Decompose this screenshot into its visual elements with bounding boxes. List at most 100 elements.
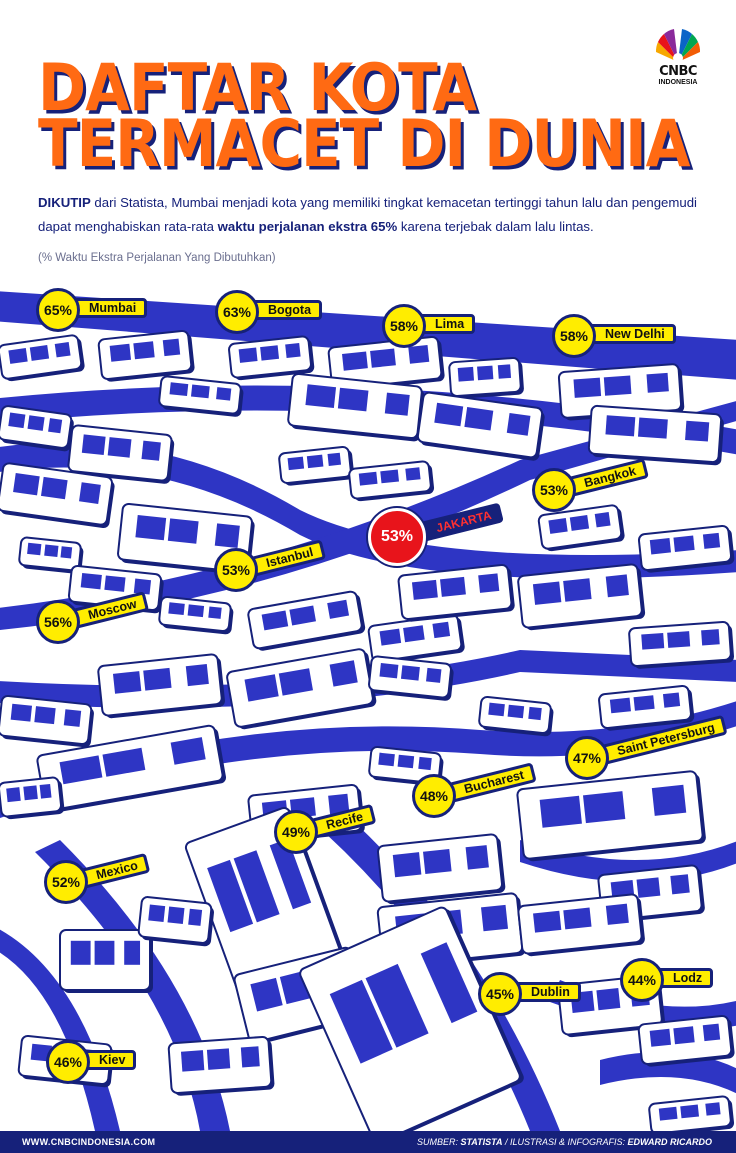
- vehicle: [587, 404, 724, 466]
- vehicle-window: [670, 874, 690, 895]
- vehicle-window: [481, 904, 509, 932]
- vehicle-window: [327, 599, 350, 619]
- vehicle: [226, 648, 377, 730]
- city-value-jakarta: 53%: [368, 508, 426, 566]
- vehicle-window: [563, 907, 592, 930]
- vehicle-window: [206, 1048, 231, 1070]
- vehicle: [137, 896, 214, 947]
- vehicle-window: [238, 347, 258, 363]
- vehicle: [637, 524, 735, 573]
- intro-text-1: dari Statista, Mumbai menjadi kota yang …: [38, 195, 697, 234]
- vehicle-window: [378, 752, 395, 767]
- city-value-kiev: 46%: [46, 1040, 90, 1084]
- city-value-mexico: 52%: [44, 860, 88, 904]
- intro-paragraph: DIKUTIP dari Statista, Mumbai menjadi ko…: [38, 191, 706, 239]
- vehicle-window: [170, 737, 206, 765]
- vehicle-window: [533, 910, 562, 933]
- vehicle-window: [107, 437, 132, 458]
- vehicle-window: [680, 1104, 700, 1119]
- vehicle-window: [261, 610, 289, 631]
- vehicle-window: [405, 467, 421, 481]
- vehicle-window: [582, 791, 626, 824]
- vehicle: [0, 405, 74, 452]
- vehicle-window: [329, 979, 393, 1064]
- vehicle-window: [141, 440, 161, 461]
- vehicle-window: [188, 908, 203, 926]
- chart-subtitle: (% Waktu Ekstra Perjalanan Yang Dibutuhk…: [38, 252, 276, 264]
- city-label-kiev: Kiev: [80, 1050, 137, 1070]
- vehicle-window: [507, 704, 525, 719]
- vehicle-window: [658, 1106, 678, 1121]
- city-value-lima: 58%: [382, 304, 426, 348]
- vehicle-window: [143, 667, 172, 691]
- vehicle-window: [392, 852, 422, 878]
- vehicle: [376, 833, 506, 905]
- vehicle: [0, 776, 65, 820]
- page-title-line-2: TERMACET DI DUNIA: [38, 105, 691, 182]
- cnbc-logo[interactable]: CNBC INDONESIA: [644, 28, 712, 90]
- vehicle-window: [488, 702, 505, 717]
- vehicle-window: [426, 667, 442, 683]
- vehicle-window: [667, 631, 691, 648]
- vehicle-window: [180, 1050, 205, 1072]
- vehicle-window: [168, 602, 185, 616]
- vehicle-window: [548, 518, 568, 534]
- road-stripe: [0, 291, 736, 380]
- city-value-bucharest: 48%: [412, 774, 456, 818]
- vehicle: [516, 770, 706, 862]
- vehicle-window: [358, 471, 378, 486]
- vehicle-window: [702, 532, 721, 549]
- vehicle-window: [185, 663, 209, 687]
- vehicle-window: [465, 845, 489, 870]
- logo-subtitle: INDONESIA: [658, 79, 698, 86]
- vehicle-window: [278, 668, 313, 696]
- vehicle-window: [370, 348, 396, 368]
- vehicle-window: [563, 578, 592, 602]
- vehicle: [228, 335, 315, 381]
- city-value-dublin: 45%: [478, 972, 522, 1016]
- vehicle-window: [609, 697, 631, 714]
- vehicle-window: [384, 392, 410, 416]
- vehicle-window: [701, 629, 720, 646]
- vehicle-window: [167, 906, 185, 925]
- vehicle-window: [605, 574, 629, 598]
- vehicle-window: [94, 940, 115, 965]
- vehicle: [397, 563, 515, 622]
- vehicle-window: [8, 348, 28, 364]
- city-label-dublin: Dublin: [512, 982, 581, 1002]
- city-value-lodz: 44%: [620, 958, 664, 1002]
- vehicle-window: [269, 838, 312, 910]
- vehicle-window: [80, 572, 102, 590]
- vehicle-window: [403, 625, 425, 643]
- footer-bar: [0, 1131, 736, 1153]
- vehicle-window: [133, 341, 155, 360]
- vehicle-window: [167, 518, 199, 544]
- vehicle-window: [104, 575, 126, 592]
- vehicle: [478, 696, 554, 737]
- vehicle: [416, 391, 545, 461]
- vehicle-window: [477, 365, 494, 381]
- vehicle-window: [379, 628, 402, 646]
- vehicle-window: [169, 382, 189, 397]
- vehicle: [448, 357, 524, 399]
- vehicle: [59, 929, 153, 993]
- vehicle: [648, 1095, 735, 1131]
- city-value-moscow: 56%: [36, 600, 80, 644]
- vehicle-window: [250, 977, 283, 1012]
- vehicle: [637, 1015, 735, 1067]
- vehicle-window: [48, 418, 63, 434]
- footer-website[interactable]: WWW.CNBCINDONESIA.COM: [22, 1137, 156, 1147]
- city-value-istanbul: 53%: [214, 548, 258, 592]
- city-label-bogota: Bogota: [249, 300, 323, 320]
- city-label-lima: Lima: [416, 314, 476, 334]
- vehicle-window: [135, 515, 167, 541]
- vehicle-window: [702, 1023, 721, 1042]
- road-stripe: [0, 401, 736, 630]
- vehicle-window: [59, 755, 103, 785]
- vehicle-window: [102, 747, 146, 777]
- vehicle-window: [636, 877, 661, 898]
- vehicle: [517, 563, 646, 631]
- vehicle-window: [432, 621, 451, 639]
- vehicle-window: [528, 706, 542, 721]
- vehicle-window: [649, 1028, 672, 1047]
